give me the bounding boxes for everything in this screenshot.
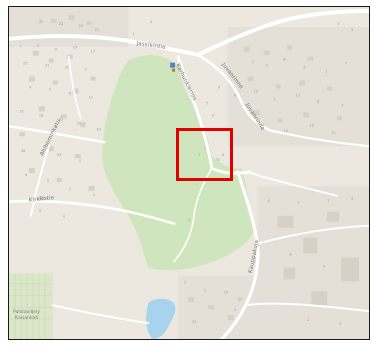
house-number: 19 (73, 46, 78, 50)
house-number: 46 (21, 149, 26, 153)
house-number: 5 (49, 87, 51, 91)
house-number: 11 (59, 22, 64, 26)
allotment-grid (9, 273, 53, 339)
house-number: 1 (19, 44, 21, 48)
house-number: 5 (39, 209, 41, 213)
house-number: 2 (184, 280, 186, 284)
house-number: 4 (150, 20, 153, 24)
street-label-kirkkotie: Kirkkotie (29, 195, 56, 204)
house-number: 6 (218, 86, 221, 90)
house-number: 6 (25, 173, 28, 177)
house-number: 8 (234, 93, 237, 97)
house-number: 2 (273, 97, 275, 101)
svg-text:Kaisankoti: Kaisankoti (15, 315, 38, 321)
roads (9, 8, 369, 339)
house-number: 5 (206, 101, 208, 105)
house-number: 2 (307, 318, 309, 322)
house-number: 3 (341, 103, 343, 107)
house-number: 2 (47, 179, 49, 183)
house-number: 12 (295, 93, 300, 97)
map-viewport[interactable]: Jassikintie Karhunkierros Juvanrinne Juv… (8, 6, 370, 340)
street-label-jaskari: Jassikintie (135, 41, 166, 51)
house-number: 6 (283, 58, 286, 62)
pond (146, 298, 176, 339)
house-number: 8 (317, 99, 320, 103)
place-label-allotment: Palstaviljely Kaisankoti (13, 309, 40, 321)
house-number: 32 (65, 66, 70, 70)
house-number: 4 (93, 193, 96, 197)
house-number: 20 (79, 24, 84, 28)
house-number: 2 (85, 68, 87, 72)
house-number: 8 (268, 199, 271, 203)
house-number: 4 (351, 197, 354, 201)
house-number: 9 (212, 113, 215, 117)
house-number: 12 (39, 20, 44, 24)
house-number: 13 (19, 109, 24, 113)
house-number: 15 (224, 290, 229, 294)
house-number: 6 (222, 153, 225, 157)
svg-text:Palstaviljely: Palstaviljely (13, 309, 40, 315)
house-number: 3 (204, 288, 206, 292)
house-number: 7 (345, 62, 347, 66)
house-number: 53 (57, 153, 62, 157)
house-number: 31 (45, 64, 50, 68)
house-number: 14 (260, 123, 265, 127)
house-number: 1 (69, 187, 71, 191)
residential-zones (9, 7, 369, 339)
house-number: 4 (29, 86, 32, 90)
house-number: 11 (59, 22, 64, 26)
house-number: 3 (234, 308, 236, 312)
map-canvas[interactable]: Jassikintie Karhunkierros Juvanrinne Juv… (9, 7, 369, 339)
house-number: 25 (192, 320, 197, 324)
house-number: 6 (289, 253, 292, 257)
house-number: 12 (89, 95, 94, 99)
house-number: 41 (97, 127, 102, 131)
house-number: 7 (297, 201, 299, 205)
house-number: 2 (252, 60, 254, 64)
house-number: 25 (23, 62, 28, 66)
house-number: 1 (198, 153, 200, 157)
house-number: 1 (325, 70, 327, 74)
house-number: 33 (77, 121, 82, 125)
house-number: 17 (91, 50, 96, 54)
house-number: 3 (303, 66, 305, 70)
house-number: 5 (339, 322, 341, 326)
house-number: 7 (39, 20, 41, 24)
house-number: 4 (188, 219, 191, 223)
highlight-box[interactable] (176, 128, 233, 181)
house-number: 9 (55, 48, 58, 52)
buildings (19, 14, 359, 321)
house-number: 15 (283, 129, 288, 133)
house-number: 3 (337, 22, 339, 26)
poi-marker-icon[interactable] (170, 62, 176, 72)
house-number: 3 (37, 44, 39, 48)
house-number: 10 (254, 89, 259, 93)
house-number: 3 (323, 264, 325, 268)
house-number: 16 (309, 123, 314, 127)
house-number: 1 (132, 32, 134, 36)
house-number: 9 (351, 28, 354, 32)
house-number: 3 (79, 159, 81, 163)
allotment-area (9, 273, 53, 339)
house-number: 13 (331, 131, 336, 135)
house-number: 16 (39, 113, 44, 117)
house-number: 7 (327, 199, 329, 203)
house-number: 8 (69, 91, 72, 95)
house-number: 25 (95, 28, 100, 32)
house-number: 5 (266, 64, 268, 68)
house-number: 4 (63, 215, 66, 219)
house-number: 45 (59, 117, 64, 121)
